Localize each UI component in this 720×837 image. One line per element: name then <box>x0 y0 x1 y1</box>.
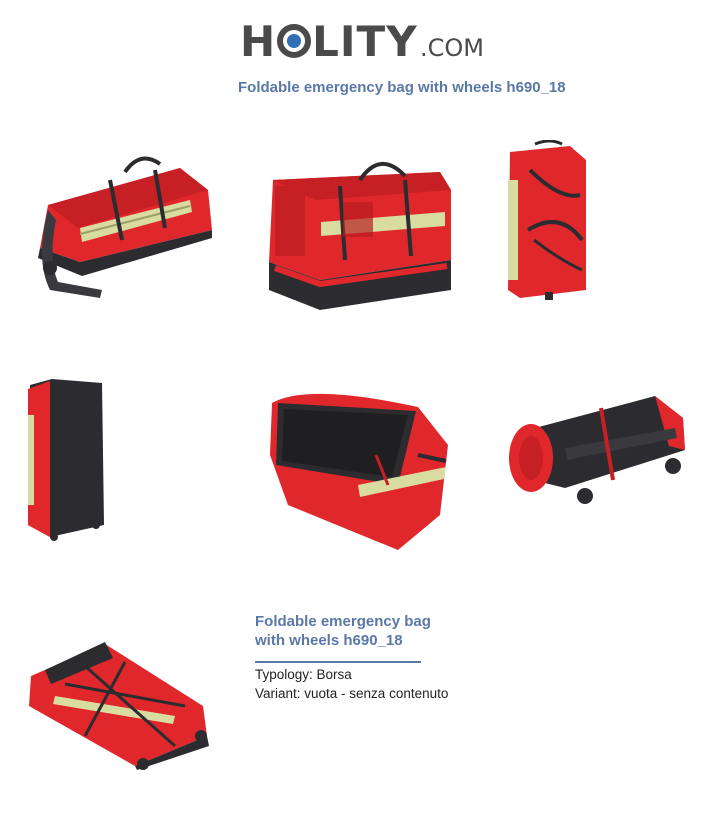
bag-upright-image <box>508 140 586 300</box>
product-title: Foldable emergency bag with wheels h690_… <box>255 613 431 649</box>
spec-typology: Typology: Borsa <box>255 667 352 682</box>
product-photo-5[interactable] <box>268 385 453 555</box>
bag-side-angle-image <box>38 156 212 298</box>
logo-o-icon <box>277 24 312 58</box>
product-photo-7[interactable] <box>25 636 215 771</box>
bag-flat-open-image <box>29 642 209 770</box>
product-photo-2[interactable] <box>265 150 457 312</box>
bag-front-image <box>269 162 451 310</box>
product-photo-3[interactable] <box>500 140 592 305</box>
product-photo-6[interactable] <box>505 388 690 508</box>
product-photo-4[interactable] <box>22 375 110 545</box>
product-photo-1[interactable] <box>30 150 215 305</box>
spec-variant: Variant: vuota - senza contenuto <box>255 686 449 701</box>
bag-open-image <box>270 393 448 550</box>
page-title: Foldable emergency bag with wheels h690_… <box>238 79 566 96</box>
title-divider <box>255 661 421 663</box>
bag-rolled-image <box>509 396 685 504</box>
bag-folded-side-image <box>28 379 104 541</box>
logo-domain-suffix: .COM <box>420 34 484 62</box>
